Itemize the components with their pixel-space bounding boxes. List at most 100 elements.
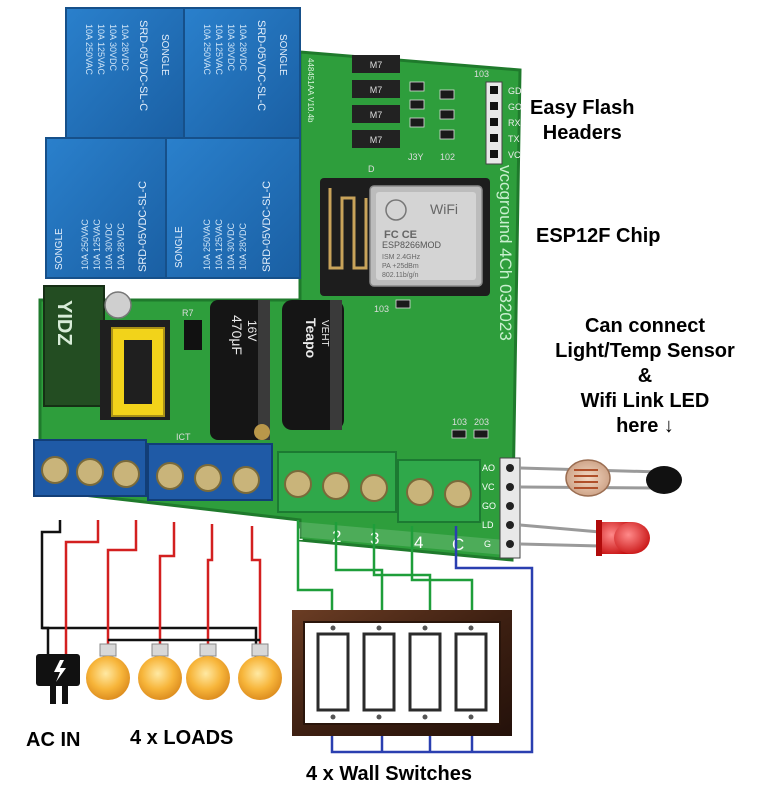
ldr-sensor [519, 459, 682, 497]
relay-rating: 10A 250VAC [80, 219, 90, 270]
diode-label: M7 [370, 60, 383, 70]
diode [352, 130, 400, 148]
wall-switch [454, 632, 488, 712]
relay-rating: 10A 125VAC [214, 24, 224, 75]
relay-rating: 10A 30VDC [104, 222, 114, 270]
sensor-pin-label: LD [482, 520, 494, 530]
terminal-screw [194, 464, 222, 492]
annotation-ac-in: AC IN [26, 729, 81, 751]
relay-model: SRD-05VDC-SL-C [261, 181, 273, 272]
relay-rating: 10A 30VDC [226, 222, 236, 270]
relay-model: SRD-05VDC-SL-C [255, 20, 267, 111]
relay-rating: 10A 125VAC [214, 219, 224, 270]
terminal-screw [444, 480, 472, 508]
wall-switch-plate [292, 610, 512, 736]
diode-label: M7 [370, 135, 383, 145]
cap-label: 16V [245, 320, 259, 341]
annotation-easy-flash-line1: Easy Flash [530, 97, 635, 119]
annotation-sensor-line2: Light/Temp Sensor [555, 340, 735, 362]
header-pin-label: TX [508, 134, 520, 144]
sensor-pin-label: GO [482, 501, 496, 511]
relay-rating: 10A 28VDC [120, 24, 130, 72]
terminal-label-3: 3 [210, 519, 219, 538]
sensor-pin-label: G [484, 539, 491, 549]
annotation-wall-switches: 4 x Wall Switches [306, 763, 472, 785]
relay-rating: 10A 28VDC [238, 222, 248, 270]
terminal-screw [232, 466, 260, 494]
relay-2: 10A 250VAC 10A 125VAC 10A 30VDC 10A 28VD… [183, 7, 301, 141]
wifi-logo-text: WiFi [430, 201, 458, 217]
terminal-screw [76, 458, 104, 486]
terminal-screw [41, 456, 69, 484]
annotation-easy-flash-line2: Headers [542, 122, 622, 144]
bulb-icon [138, 643, 182, 700]
blue-terminal-block-power [33, 439, 147, 497]
relay-rating: 10A 125VAC [92, 219, 102, 270]
relay-brand: SONGLE [54, 228, 65, 270]
diode [352, 105, 400, 123]
bulb-icon [238, 643, 282, 700]
silk-label-r7: R7 [182, 308, 194, 318]
annotation-sensor-line5: here ↓ [616, 415, 674, 437]
power-supply-section: YIDZ 470μF 16V Teapo VEHT R7 ICT [43, 285, 344, 442]
header-pin-label: GO [508, 102, 522, 112]
cap-label: 470μF [229, 315, 245, 355]
silk-label-103: 103 [474, 69, 489, 79]
relay-block: 10A 250VAC 10A 125VAC 10A 30VDC 10A 28VD… [45, 7, 301, 279]
relay-rating: 10A 30VDC [226, 24, 236, 72]
ac-plug-icon [36, 654, 80, 704]
esp12f-module: WiFi ESP8266MOD ISM 2.4GHz PA +25dBm 802… [320, 178, 490, 296]
relay-rating: 10A 250VAC [202, 24, 212, 75]
terminal-label-2: 2 [172, 517, 181, 536]
terminal-screw [112, 460, 140, 488]
relay-rating: 10A 28VDC [116, 222, 126, 270]
bulb-icon [186, 643, 230, 700]
green-terminal-block-switches [277, 451, 397, 513]
annotation-easy-flash: Easy Flash Headers [530, 96, 635, 146]
wifi-link-led [519, 520, 650, 556]
esp-label-line: ESP8266MOD [382, 240, 442, 250]
silk-label-ict: ICT [176, 432, 191, 442]
wall-switch [362, 632, 396, 712]
switch-label-c: C [452, 535, 464, 554]
annotation-esp-chip: ESP12F Chip [536, 225, 661, 247]
sensor-pin-label: VC [482, 482, 495, 492]
terminal-screw [406, 478, 434, 506]
relay-4: SONGLE 10A 250VAC 10A 125VAC 10A 30VDC 1… [165, 137, 301, 279]
bulb-icon [86, 643, 130, 700]
silk-label-102: 102 [440, 152, 455, 162]
board-serial-text: 448451AA V10.4b [306, 58, 315, 123]
annotation-sensor-line3: & [637, 365, 653, 387]
silk-label-203: 203 [474, 417, 489, 427]
header-pin-label: VC [508, 150, 521, 160]
relay-rating: 10A 125VAC [96, 24, 106, 75]
wall-switch [316, 632, 350, 712]
psu-label: YIDZ [53, 300, 75, 346]
silk-label-103c: 103 [452, 417, 467, 427]
relay-brand: SONGLE [277, 34, 288, 76]
diode-label: M7 [370, 110, 383, 120]
flash-header: GD GO RX TX VC [485, 81, 522, 165]
esp-label-line: PA +25dBm [382, 263, 419, 270]
blue-terminal-block-loads [147, 443, 273, 501]
cap-label: Teapo [303, 318, 319, 358]
load-bulbs [86, 643, 282, 700]
annotation-sensor-line1: Can connect [584, 315, 706, 337]
annotation-sensor: Can connect Light/Temp Sensor & Wifi Lin… [530, 314, 760, 439]
green-terminal-block-common [397, 459, 481, 523]
esp-label-line: 802.11b/g/n [382, 272, 419, 279]
annotation-sensor-line4: Wifi Link LED [580, 390, 710, 412]
diode [352, 55, 400, 73]
wall-switch [408, 632, 442, 712]
relay-rating: 10A 30VDC [108, 24, 118, 72]
relay-brand: SONGLE [159, 34, 170, 76]
relay-rating: 10A 28VDC [238, 24, 248, 72]
relay-brand: SONGLE [174, 226, 185, 268]
relay-1: 10A 250VAC 10A 125VAC 10A 30VDC 10A 28VD… [65, 7, 185, 141]
relay-rating: 10A 250VAC [84, 24, 94, 75]
terminal-label-p: P [96, 513, 107, 532]
header-pin-label: RX [508, 118, 521, 128]
diode-label: M7 [370, 85, 383, 95]
